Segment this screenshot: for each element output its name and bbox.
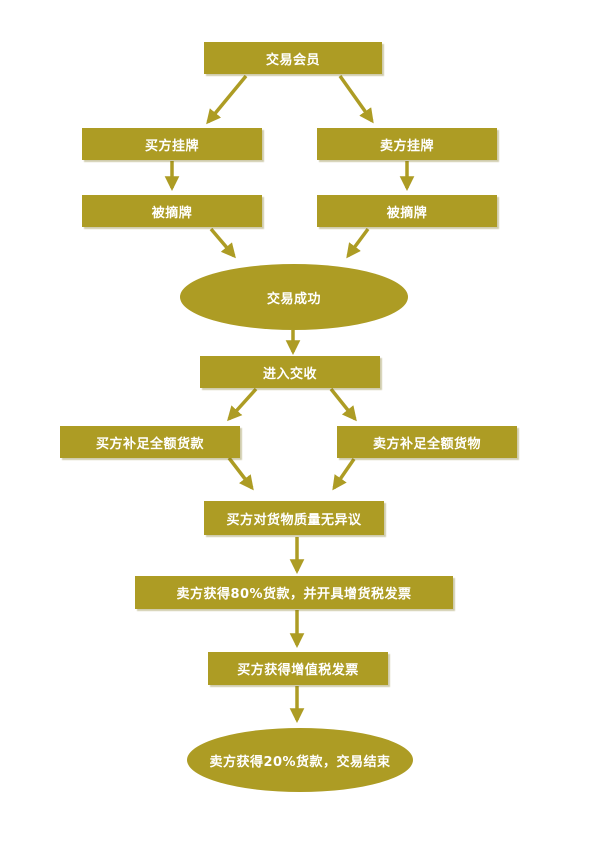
node-enter-delivery: 进入交收 — [200, 356, 380, 388]
node-buyer-listing: 买方挂牌 — [82, 128, 262, 160]
arrow-member-to-buyer-listing — [206, 74, 248, 125]
node-buyer-get-invoice: 买方获得增值税发票 — [208, 652, 388, 685]
arrow-delivery-to-seller-goods — [329, 387, 357, 422]
node-buyer-pay-full: 买方补足全额货款 — [60, 426, 240, 458]
arrow-seller-goods-to-accept — [332, 458, 356, 491]
node-deal-success: 交易成功 — [180, 264, 408, 330]
node-seller-supply-goods: 卖方补足全额货物 — [337, 426, 517, 458]
arrow-member-to-seller-listing — [338, 74, 374, 124]
node-trading-member: 交易会员 — [204, 42, 382, 74]
arrow-buyer-pay-to-accept — [227, 456, 254, 491]
node-seller-get-20-end: 卖方获得20%货款，交易结束 — [187, 728, 413, 792]
arrow-buyer-delisted-to-success — [209, 227, 236, 259]
arrow-seller-delisted-to-success — [346, 227, 370, 259]
arrow-delivery-to-buyer-pay — [227, 387, 258, 422]
node-seller-delisted: 被摘牌 — [317, 195, 497, 227]
node-buyer-delisted: 被摘牌 — [82, 195, 262, 227]
node-seller-listing: 卖方挂牌 — [317, 128, 497, 160]
node-buyer-accept-quality: 买方对货物质量无异议 — [204, 501, 384, 535]
node-seller-get-80-percent: 卖方获得80%货款，并开具增货税发票 — [135, 576, 453, 609]
